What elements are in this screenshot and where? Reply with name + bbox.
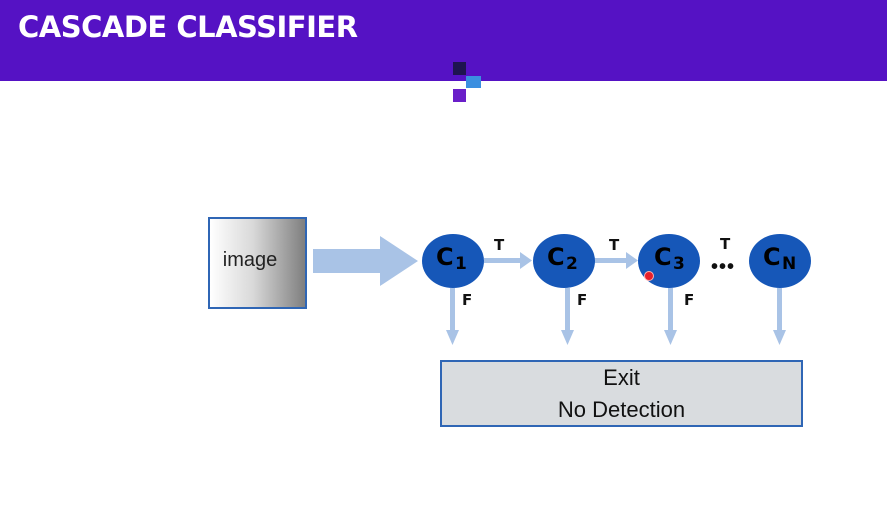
logo-square-blue <box>466 76 481 88</box>
true-label-1: T <box>494 236 505 254</box>
no-detection-label: No Detection <box>557 397 686 422</box>
classifier-node-3: C 3 <box>638 234 700 288</box>
node-letter: C <box>763 243 781 271</box>
classifier-node-2: C 2 <box>533 234 595 288</box>
pointer-dot <box>644 271 654 281</box>
node-subscript: N <box>782 254 797 274</box>
classifier-node-1: C 1 <box>422 234 484 288</box>
false-arrow-4 <box>773 288 786 345</box>
logo-square-dark <box>453 62 466 75</box>
input-arrow <box>313 236 418 286</box>
true-label-2: T <box>609 236 620 254</box>
true-arrow-2 <box>594 252 638 269</box>
node-letter: C <box>654 243 672 271</box>
exit-no-detection-box: Exit No Detection <box>440 360 803 427</box>
logo-square-purple <box>453 89 466 102</box>
node-subscript: 1 <box>455 254 467 274</box>
slide-header: CASCADE CLASSIFIER <box>0 0 887 81</box>
node-subscript: 3 <box>673 254 685 274</box>
false-arrow-1 <box>446 288 459 345</box>
true-label-3: T <box>720 235 731 253</box>
ellipsis: ••• <box>711 256 736 278</box>
input-image-label: image <box>222 249 278 271</box>
node-letter: C <box>436 243 454 271</box>
slide-title: CASCADE CLASSIFIER <box>18 10 358 44</box>
node-subscript: 2 <box>566 254 578 274</box>
exit-label: Exit <box>603 365 640 390</box>
false-label-1: F <box>462 291 473 309</box>
node-letter: C <box>547 243 565 271</box>
false-label-3: F <box>684 291 695 309</box>
classifier-node-n: C N <box>749 234 811 288</box>
false-arrow-3 <box>664 288 677 345</box>
true-arrow-1 <box>484 252 532 269</box>
false-label-2: F <box>577 291 588 309</box>
false-arrow-2 <box>561 288 574 345</box>
input-image-box: image <box>208 217 307 309</box>
